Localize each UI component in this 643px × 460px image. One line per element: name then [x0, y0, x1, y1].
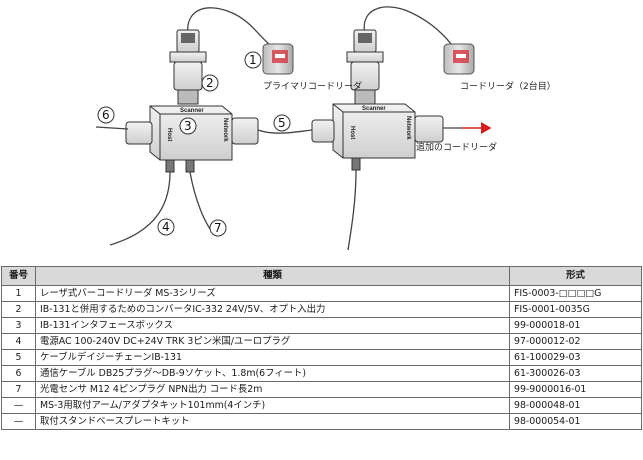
additional-reader-caption: 追加のコードリーダ	[416, 141, 497, 153]
table-row: 6 通信ケーブル DB25プラグ～DB-9ソケット、1.8m(6フィート) 61…	[1, 365, 642, 382]
row-model: 98-000054-01	[509, 413, 642, 430]
table-row: — MS-3用取付アーム/アダプタキット101mm(4インチ) 98-00004…	[1, 397, 642, 414]
row-model: 99-000018-01	[509, 317, 642, 334]
primary-reader-caption: プライマリコードリーダ	[263, 80, 362, 92]
callout-3: 3	[184, 119, 192, 133]
second-reader-caption: コードリーダ（2台目）	[460, 80, 556, 92]
callout-6: 6	[102, 108, 110, 122]
interface-box-2: Scanner Host Network	[311, 103, 444, 171]
table-row: 2 IB-131と併用するためのコンバータIC-332 24V/5V、オプト入出…	[1, 301, 642, 318]
row-model: 97-000012-02	[509, 333, 642, 350]
row-number: 1	[1, 285, 36, 302]
row-model: FIS-0003-□□□□G	[509, 285, 642, 302]
row-model: 61-100029-03	[509, 349, 642, 366]
second-reader-device	[443, 43, 475, 75]
table-row: 7 光電センサ M12 4ピンプラグ NPN出力 コード長2m 99-90000…	[1, 381, 642, 398]
callout-4: 4	[162, 220, 170, 234]
table-row: 1 レーザ式バーコードリーダ MS-3シリーズ FIS-0003-□□□□G	[1, 285, 642, 302]
row-type: ケーブルデイジーチェーンIB-131	[35, 349, 510, 366]
header-number: 番号	[1, 266, 36, 286]
row-type: レーザ式バーコードリーダ MS-3シリーズ	[35, 285, 510, 302]
row-type: 光電センサ M12 4ピンプラグ NPN出力 コード長2m	[35, 381, 510, 398]
table-row: — 取付スタンドベースプレートキット 98-000054-01	[1, 413, 642, 430]
reader-cable	[187, 6, 453, 46]
table-header-row: 番号 種類 形式	[1, 266, 642, 286]
header-model: 形式	[509, 266, 642, 286]
row-number: —	[1, 397, 36, 414]
table-row: 3 IB-131インタフェースボックス 99-000018-01	[1, 317, 642, 334]
parts-table: 番号 種類 形式 1 レーザ式バーコードリーダ MS-3シリーズ FIS-000…	[1, 266, 642, 430]
scanner-label: Scanner	[180, 108, 204, 114]
connection-diagram: Scanner Host Network Scanner Host Networ…	[95, 6, 556, 251]
row-type: 取付スタンドベースプレートキット	[35, 413, 510, 430]
host-label-2: Host	[349, 126, 355, 139]
network-label: Network	[222, 118, 228, 142]
row-type: 通信ケーブル DB25プラグ～DB-9ソケット、1.8m(6フィート)	[35, 365, 510, 382]
network-label-2: Network	[405, 116, 411, 140]
row-number: 2	[1, 301, 36, 318]
row-number: 6	[1, 365, 36, 382]
row-number: 7	[1, 381, 36, 398]
primary-reader-device	[262, 43, 294, 75]
row-model: 99-9000016-01	[509, 381, 642, 398]
scanner-label-2: Scanner	[362, 106, 386, 112]
converter-device	[169, 29, 207, 105]
interface-box-1: Scanner Host Network	[125, 105, 259, 173]
callout-1: 1	[249, 53, 257, 67]
row-model: 61-300026-03	[509, 365, 642, 382]
callout-5: 5	[278, 116, 286, 130]
table-row: 5 ケーブルデイジーチェーンIB-131 61-100029-03	[1, 349, 642, 366]
callout-2: 2	[206, 76, 214, 90]
row-type: MS-3用取付アーム/アダプタキット101mm(4インチ)	[35, 397, 510, 414]
callout-markers: 1 2 3 4 5 6 7	[97, 51, 291, 237]
row-number: 4	[1, 333, 36, 350]
row-number: 5	[1, 349, 36, 366]
header-type: 種類	[35, 266, 510, 286]
row-model: 98-000048-01	[509, 397, 642, 414]
row-number: 3	[1, 317, 36, 334]
host-label: Host	[166, 128, 172, 141]
callout-7: 7	[214, 221, 222, 235]
row-type: IB-131と併用するためのコンバータIC-332 24V/5V、オプト入出力	[35, 301, 510, 318]
row-number: —	[1, 413, 36, 430]
converter-device-2	[346, 29, 384, 105]
row-type: 電源AC 100-240V DC+24V TRK 3ピン米国/ユーロプラグ	[35, 333, 510, 350]
row-type: IB-131インタフェースボックス	[35, 317, 510, 334]
row-model: FIS-0001-0035G	[509, 301, 642, 318]
table-row: 4 電源AC 100-240V DC+24V TRK 3ピン米国/ユーロプラグ …	[1, 333, 642, 350]
